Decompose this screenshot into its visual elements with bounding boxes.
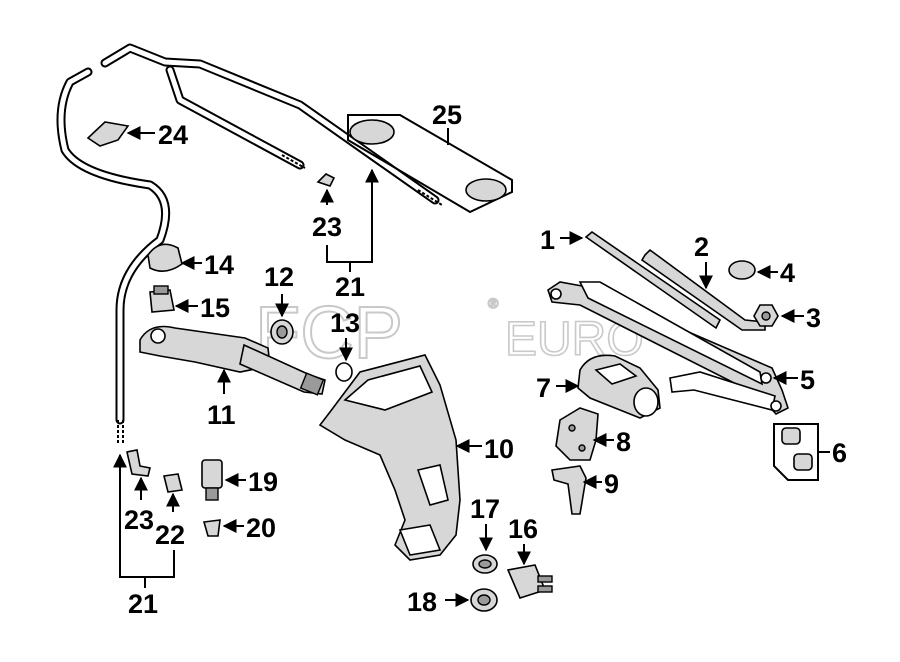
- part-10-washer-reservoir: 10: [318, 354, 514, 561]
- washer-hose-assembly: [56, 43, 443, 445]
- callout-18: 18: [407, 587, 437, 617]
- part-3-nut: 3: [753, 303, 821, 333]
- callout-12: 12: [264, 262, 294, 292]
- callout-4: 4: [780, 258, 795, 288]
- part-20-seal: 20: [202, 513, 276, 543]
- part-18-grommet: 18: [407, 587, 498, 617]
- part-4-cap: 4: [728, 258, 795, 288]
- callout-23-bottom: 23: [124, 505, 154, 535]
- part-15-bushing: 15: [149, 285, 230, 323]
- part-19-washer-pump: 19: [201, 459, 278, 501]
- callout-21-bottom-bracket: 21: [113, 453, 175, 619]
- callout-9: 9: [604, 469, 619, 499]
- part-13-o-ring: 13: [330, 308, 360, 382]
- part-17-grommet: 17: [470, 494, 500, 574]
- part-1-wiper-arm: 1: [540, 225, 722, 330]
- callout-16: 16: [508, 514, 538, 544]
- callout-3: 3: [806, 303, 821, 333]
- part-24-clip: 24: [86, 120, 188, 150]
- callout-7: 7: [536, 373, 551, 403]
- callout-21-top-bracket: 21: [326, 168, 379, 302]
- callout-21-top: 21: [335, 272, 365, 302]
- callout-8: 8: [616, 427, 631, 457]
- callout-5: 5: [800, 365, 815, 395]
- callout-13: 13: [330, 308, 360, 338]
- callout-17: 17: [470, 494, 500, 524]
- part-8-motor-bracket: 8: [555, 407, 631, 461]
- callout-14: 14: [204, 250, 234, 280]
- part-7-wiper-motor: 7: [536, 354, 661, 419]
- callout-15: 15: [200, 293, 230, 323]
- part-5-wiper-linkage: 5: [547, 281, 815, 415]
- part-6-bushings: 6: [773, 423, 847, 481]
- part-9-bracket: 9: [551, 465, 619, 515]
- callout-23-top: 23: [312, 212, 342, 242]
- callout-22: 22: [155, 520, 185, 550]
- part-14-cap: 14: [147, 243, 234, 280]
- callout-19: 19: [248, 467, 278, 497]
- part-23-bottom-connector: 23: [124, 449, 154, 535]
- part-22-connector: 22: [155, 473, 185, 550]
- part-25-nozzle-kit: 25: [347, 100, 513, 214]
- callout-21-bottom: 21: [128, 589, 158, 619]
- callout-6: 6: [832, 438, 847, 468]
- part-23-top-connector: 23: [312, 173, 342, 242]
- callout-20: 20: [246, 513, 276, 543]
- callout-11: 11: [207, 400, 236, 430]
- part-12-grommet: 12: [264, 262, 294, 345]
- watermark-registered: ®: [488, 295, 499, 311]
- callout-25: 25: [432, 100, 462, 130]
- part-16-pump: 16: [506, 514, 553, 599]
- callout-1: 1: [540, 225, 555, 255]
- callout-24: 24: [158, 120, 188, 150]
- callout-10: 10: [484, 434, 514, 464]
- part-11-pump-arm: 11: [139, 325, 326, 430]
- callout-2: 2: [694, 232, 709, 262]
